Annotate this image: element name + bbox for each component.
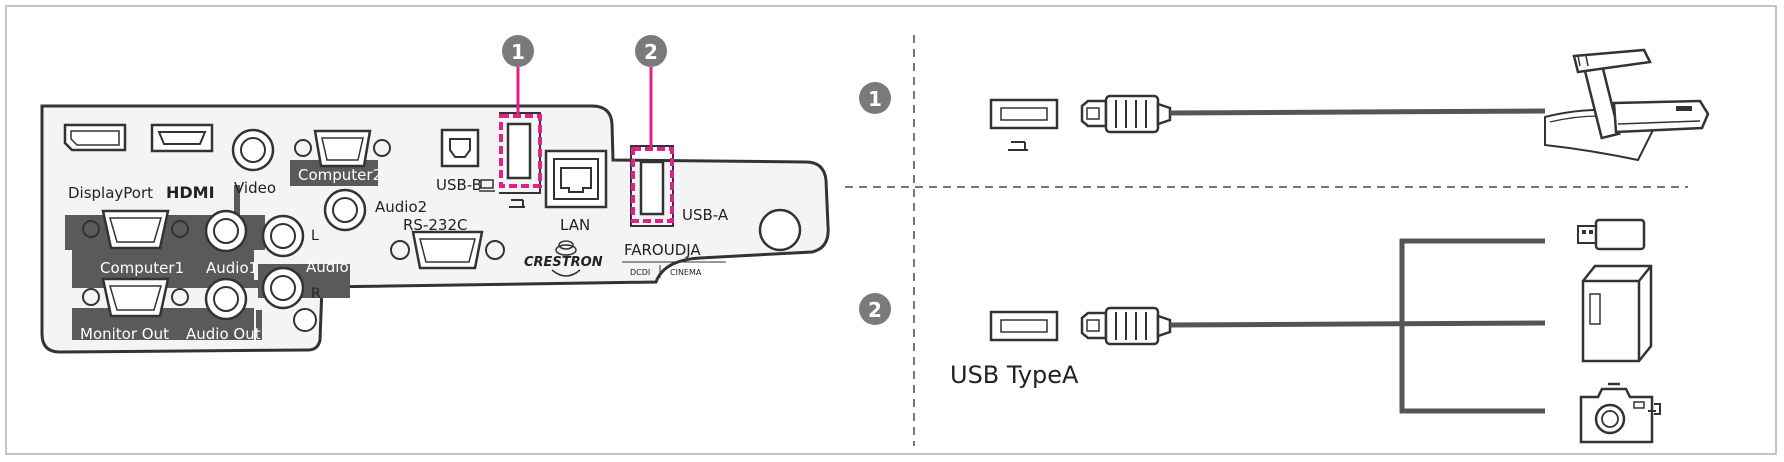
label-bar-divider bbox=[234, 185, 240, 315]
highlight-box-1 bbox=[499, 114, 542, 188]
audio-l-port bbox=[261, 214, 305, 258]
video-port bbox=[231, 128, 275, 172]
panel-knob bbox=[758, 208, 802, 252]
video-label: Video bbox=[234, 179, 276, 197]
usb-cable-connector-1 bbox=[1080, 94, 1172, 134]
row-2: 2 USB TypeA bbox=[859, 218, 1661, 444]
usb-b-port bbox=[440, 128, 480, 168]
usb-b-label: USB-B bbox=[436, 176, 482, 194]
badge-2 bbox=[635, 35, 667, 67]
document-camera-icon bbox=[1544, 48, 1710, 162]
audio-out-port bbox=[204, 277, 248, 321]
lan-label: LAN bbox=[560, 216, 590, 234]
badge-1 bbox=[502, 35, 534, 67]
audio-knob bbox=[293, 308, 317, 332]
audio-l-label: L bbox=[311, 228, 319, 244]
row-1-badge bbox=[859, 82, 891, 114]
computer1-label: Computer1 bbox=[100, 259, 184, 277]
faroudja-text: FAROUDJA bbox=[624, 241, 701, 259]
displayport-label: DisplayPort bbox=[68, 184, 153, 202]
usb-type-label: USB TypeA bbox=[950, 361, 1079, 389]
audio1-port bbox=[204, 209, 248, 253]
figure-frame bbox=[5, 5, 1777, 455]
usb-port-icon bbox=[989, 310, 1059, 342]
monitor-out-port bbox=[82, 277, 189, 318]
computer2-label: Computer2 bbox=[298, 166, 382, 184]
rs232c-label: RS-232C bbox=[403, 216, 467, 234]
cable-2 bbox=[1169, 320, 1546, 328]
usb-port-icon bbox=[989, 98, 1059, 130]
usb-stick-icon bbox=[1577, 218, 1646, 251]
lan-port bbox=[544, 149, 608, 209]
row-1-badge-text: 1 bbox=[868, 87, 882, 111]
audio2-port bbox=[323, 188, 367, 232]
hdmi-label: HDMI bbox=[166, 183, 215, 202]
callout-1: 1 bbox=[502, 35, 534, 116]
cable-2-branch bbox=[1169, 238, 1546, 414]
computer2-port bbox=[294, 129, 391, 168]
displayport-port bbox=[63, 123, 127, 152]
rs232c-port bbox=[390, 230, 505, 270]
cinema-text: CINEMA bbox=[670, 268, 702, 277]
row-2-badge bbox=[859, 293, 891, 325]
cable-1 bbox=[1169, 108, 1546, 116]
label-bar-computer1-lower bbox=[72, 250, 254, 280]
audio-label: Audio bbox=[306, 258, 349, 276]
computer1-port bbox=[82, 209, 189, 250]
audio-r-port bbox=[261, 266, 305, 310]
monitor-icon bbox=[479, 179, 495, 192]
crestron-logo: CRESTRON bbox=[524, 240, 603, 277]
monitor-out-label: Monitor Out bbox=[80, 325, 169, 343]
usb-a-label: USB-A bbox=[682, 206, 729, 224]
hdmi-port bbox=[150, 123, 214, 153]
hard-drive-icon bbox=[1581, 264, 1653, 363]
audio-out-label: Audio Out bbox=[186, 325, 261, 343]
badge-2-text: 2 bbox=[644, 40, 658, 64]
badge-1-text: 1 bbox=[511, 40, 525, 64]
label-bar-audio-out-gap bbox=[256, 310, 262, 340]
row-1: 1 bbox=[859, 48, 1710, 162]
faroudja-logo: FAROUDJA DCDI CINEMA bbox=[622, 241, 726, 278]
audio-r-label: R bbox=[311, 286, 321, 302]
crestron-text: CRESTRON bbox=[524, 255, 603, 270]
usb-cable-connector-2 bbox=[1080, 306, 1172, 346]
row-2-badge-text: 2 bbox=[868, 298, 882, 322]
callout-2: 2 bbox=[635, 35, 667, 149]
projector-panel: DisplayPort HDMI Video Computer2 bbox=[40, 104, 830, 354]
usb-plug-icon bbox=[509, 199, 525, 208]
audio1-label: Audio1 bbox=[206, 259, 258, 277]
usb-plug-icon bbox=[1008, 141, 1028, 151]
digital-camera-icon bbox=[1579, 382, 1661, 444]
audio2-label: Audio2 bbox=[375, 198, 427, 216]
dcdi-text: DCDI bbox=[630, 268, 650, 277]
